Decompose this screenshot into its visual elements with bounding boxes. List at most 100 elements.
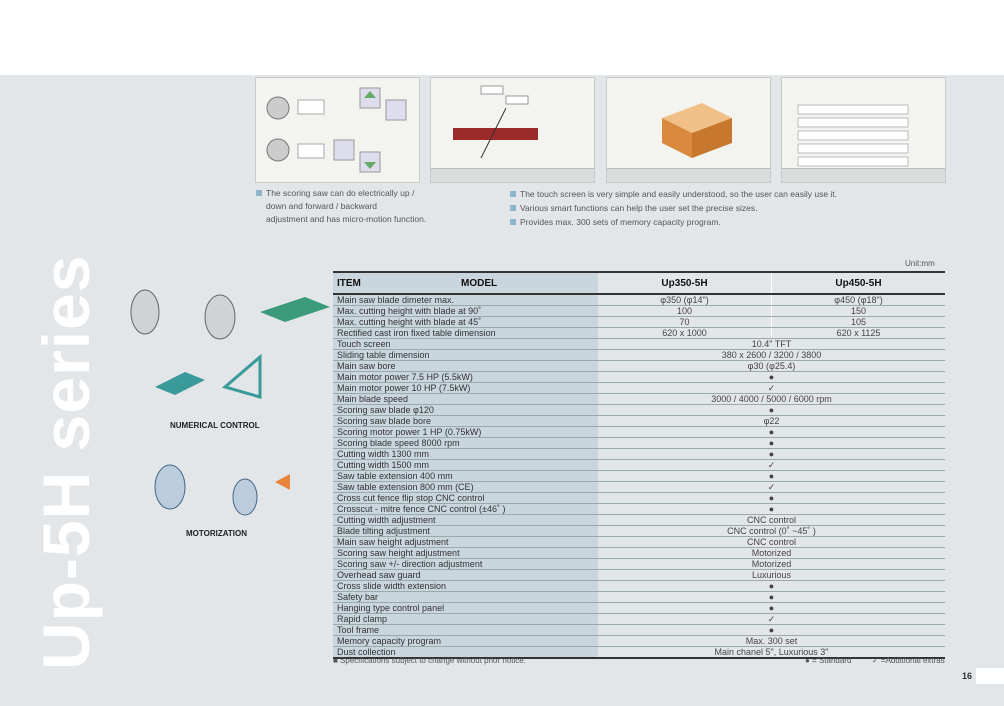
- row-label: Scoring saw height adjustment: [333, 547, 598, 559]
- row-label: Max. cutting height with blade at 45˚: [333, 316, 598, 328]
- motorization-label: MOTORIZATION: [186, 529, 248, 538]
- row-value-up450: φ450 (φ18"): [771, 294, 945, 306]
- row-label: Sliding table dimension: [333, 349, 598, 361]
- table-row: Scoring blade speed 8000 rpm●: [333, 437, 945, 449]
- table-row: Max. cutting height with blade at 90˚100…: [333, 305, 945, 317]
- row-value: Max. 300 set: [598, 635, 945, 647]
- row-label: Saw table extension 400 mm: [333, 470, 598, 482]
- row-value: ✓: [598, 382, 945, 394]
- row-label: Dust collection: [333, 646, 598, 659]
- row-label: Cutting width 1300 mm: [333, 448, 598, 460]
- row-label: Cutting width 1500 mm: [333, 459, 598, 471]
- row-value: ✓: [598, 459, 945, 471]
- row-label: Blade tilting adjustment: [333, 525, 598, 537]
- row-value: 3000 / 4000 / 5000 / 6000 rpm: [598, 393, 945, 405]
- row-value: φ22: [598, 415, 945, 427]
- row-label: Memory capacity program: [333, 635, 598, 647]
- table-row: Saw table extension 400 mm●: [333, 470, 945, 482]
- blade-diagram-icon: [453, 85, 538, 159]
- table-row: Cutting width 1300 mm●: [333, 448, 945, 460]
- row-label: Max. cutting height with blade at 90˚: [333, 305, 598, 317]
- fence-icon: [155, 353, 262, 399]
- row-value: Main chanel 5", Luxurious 3": [598, 646, 945, 659]
- row-value: φ30 (φ25.4): [598, 360, 945, 372]
- table-row: Safety bar●: [333, 591, 945, 603]
- row-value: ●: [598, 426, 945, 438]
- screen-blade-height: [430, 77, 595, 183]
- row-label: Scoring motor power 1 HP (0.75kW): [333, 426, 598, 438]
- row-label: Scoring blade speed 8000 rpm: [333, 437, 598, 449]
- table-row: Main saw blade dimeter max.φ350 (φ14")φ4…: [333, 294, 945, 306]
- row-value: ●: [598, 371, 945, 383]
- row-label: Main saw blade dimeter max.: [333, 294, 598, 306]
- row-label: Touch screen: [333, 338, 598, 350]
- row-value: ✓: [598, 613, 945, 625]
- row-label: Rapid clamp: [333, 613, 598, 625]
- caption-scoring-saw: The scoring saw can do electrically up /…: [256, 187, 426, 226]
- table-row: Rapid clamp✓: [333, 613, 945, 625]
- row-label: Main motor power 10 HP (7.5kW): [333, 382, 598, 394]
- caption-touch-screen: The touch screen is very simple and easi…: [510, 187, 837, 229]
- row-value: CNC control: [598, 536, 945, 548]
- screen-memory-program: [781, 77, 946, 183]
- row-value: Motorized: [598, 547, 945, 559]
- table-row: Rectified cast iron fixed table dimensio…: [333, 327, 945, 339]
- row-value: ●: [598, 448, 945, 460]
- row-value: ●: [598, 404, 945, 416]
- row-value: Luxurious: [598, 569, 945, 581]
- row-value-up350: 620 x 1000: [598, 327, 772, 339]
- table-row: Main motor power 10 HP (7.5kW)✓: [333, 382, 945, 394]
- table-row: Scoring motor power 1 HP (0.75kW)●: [333, 426, 945, 438]
- row-value-up350: 100: [598, 305, 772, 317]
- saw-blade-icon: [130, 289, 330, 340]
- row-label: Scoring saw +/- direction adjustment: [333, 558, 598, 570]
- row-value: 10.4" TFT: [598, 338, 945, 350]
- row-label: Cross slide width extension: [333, 580, 598, 592]
- motor-blade-icon: [154, 464, 290, 516]
- row-label: Saw table extension 800 mm (CE): [333, 481, 598, 493]
- row-value: ●: [598, 602, 945, 614]
- numerical-control-label: NUMERICAL CONTROL: [170, 421, 260, 430]
- row-label: Cutting width adjustment: [333, 514, 598, 526]
- row-value-up350: 70: [598, 316, 772, 328]
- row-label: Tool frame: [333, 624, 598, 636]
- row-value: ✓: [598, 481, 945, 493]
- control-illustrations: [130, 289, 330, 516]
- row-label: Scoring saw blade bore: [333, 415, 598, 427]
- row-value-up450: 105: [771, 316, 945, 328]
- row-value: Motorized: [598, 558, 945, 570]
- legend-extras: ✓ =Additional extras: [872, 656, 945, 665]
- row-value-up450: 620 x 1125: [771, 327, 945, 339]
- table-row: Main motor power 7.5 HP (5.5kW)●: [333, 371, 945, 383]
- row-value: CNC control (0˚ ~45˚ ): [598, 525, 945, 537]
- row-label: Crosscut - mitre fence CNC control (±46˚…: [333, 503, 598, 515]
- screen-scoring-saw: [255, 77, 420, 183]
- row-value: ●: [598, 624, 945, 636]
- table-row: Tool frame●: [333, 624, 945, 636]
- row-value: ●: [598, 470, 945, 482]
- row-value: ●: [598, 503, 945, 515]
- screen-toolbar: [782, 168, 945, 182]
- row-value: ●: [598, 492, 945, 504]
- row-label: Rectified cast iron fixed table dimensio…: [333, 327, 598, 339]
- row-value: ●: [598, 580, 945, 592]
- scoring-saw-icon: [266, 87, 407, 173]
- row-value: ●: [598, 437, 945, 449]
- table-row: Cutting width 1500 mm✓: [333, 459, 945, 471]
- table-row: Hanging type control panel●: [333, 602, 945, 614]
- row-label: Hanging type control panel: [333, 602, 598, 614]
- row-label: Safety bar: [333, 591, 598, 603]
